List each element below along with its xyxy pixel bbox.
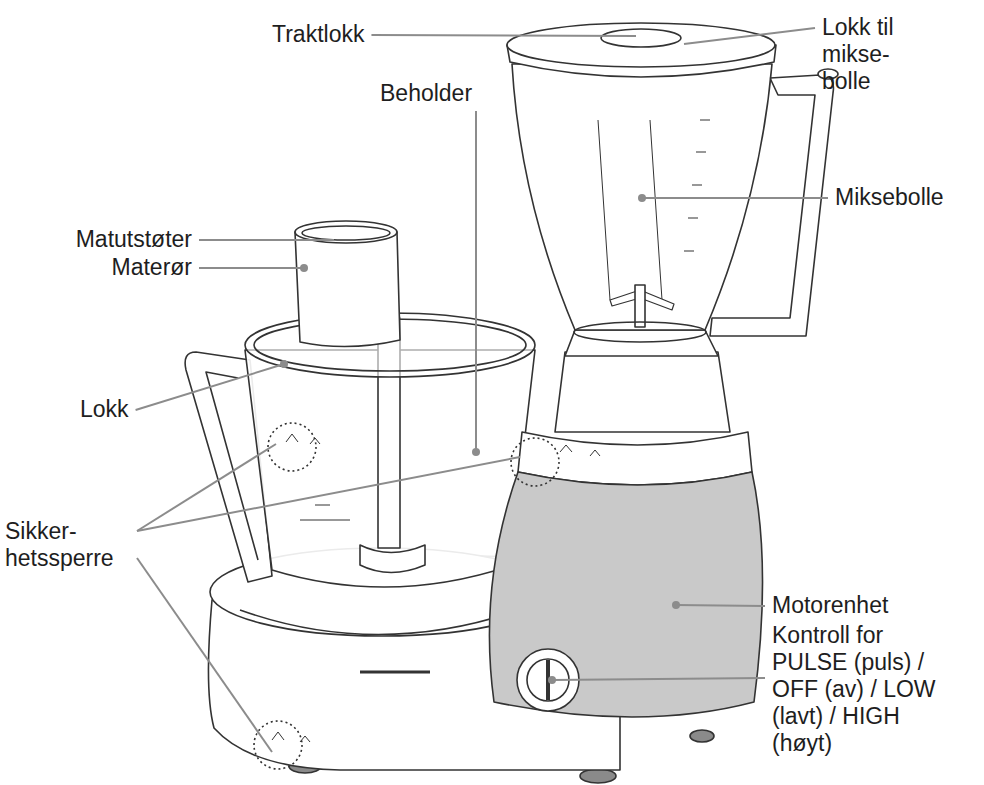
processor-base	[360, 671, 430, 674]
part-label: Materør	[2, 254, 192, 281]
processor-base	[240, 608, 525, 635]
part-label: Sikker- hetssperre	[5, 518, 130, 572]
leader-dot	[638, 194, 646, 202]
leader-line	[137, 558, 272, 752]
part-label: Traktlokk	[272, 21, 364, 48]
motor-unit	[560, 445, 600, 456]
foot	[690, 730, 714, 742]
bowl	[245, 314, 535, 587]
leader-line	[137, 457, 520, 531]
part-label: Motorenhet	[772, 592, 888, 619]
part-label: Lokk	[80, 396, 129, 423]
part-label: Miksebolle	[835, 184, 944, 211]
leader-line	[136, 364, 284, 410]
motor-unit	[489, 352, 762, 717]
bowl	[268, 423, 316, 471]
motor-unit	[511, 438, 559, 486]
bowl	[286, 434, 320, 444]
blender-jug	[598, 120, 662, 300]
leader-dot	[472, 448, 480, 456]
blender-jug	[565, 330, 718, 356]
leader-line	[642, 197, 828, 199]
bowl-handle	[206, 372, 258, 560]
blender-jug	[684, 120, 710, 251]
part-label: Kontroll for PULSE (puls) / OFF (av) / L…	[772, 622, 957, 757]
leader-line	[676, 605, 765, 606]
leader-dot	[548, 676, 556, 684]
leader-line	[552, 678, 765, 680]
food-processor-illustration	[185, 23, 838, 783]
bowl	[300, 505, 350, 520]
motor-unit	[555, 352, 730, 432]
feed-tube	[295, 232, 400, 347]
leader-line	[684, 28, 815, 44]
bowl	[360, 545, 425, 573]
leader-line	[475, 111, 477, 452]
processor-base	[272, 732, 310, 742]
part-label: Matutstøter	[2, 226, 192, 253]
part-label: Beholder	[380, 80, 472, 107]
processor-base	[254, 721, 302, 769]
part-label: Lokk til mikse- bolle	[822, 14, 932, 95]
feed-tube	[302, 226, 390, 240]
blender-jug	[574, 322, 706, 342]
foot	[580, 769, 616, 783]
leader-line	[371, 35, 636, 36]
blender-lid	[601, 29, 681, 47]
blender-jug	[512, 64, 838, 356]
leader-line	[199, 239, 334, 241]
leader-dot	[672, 601, 680, 609]
blender-jug	[635, 285, 645, 327]
leader-dot	[300, 264, 308, 272]
blender-lid	[507, 23, 776, 77]
blender-lid	[507, 23, 775, 67]
leader-line	[199, 267, 304, 269]
leader-dot	[280, 360, 288, 368]
